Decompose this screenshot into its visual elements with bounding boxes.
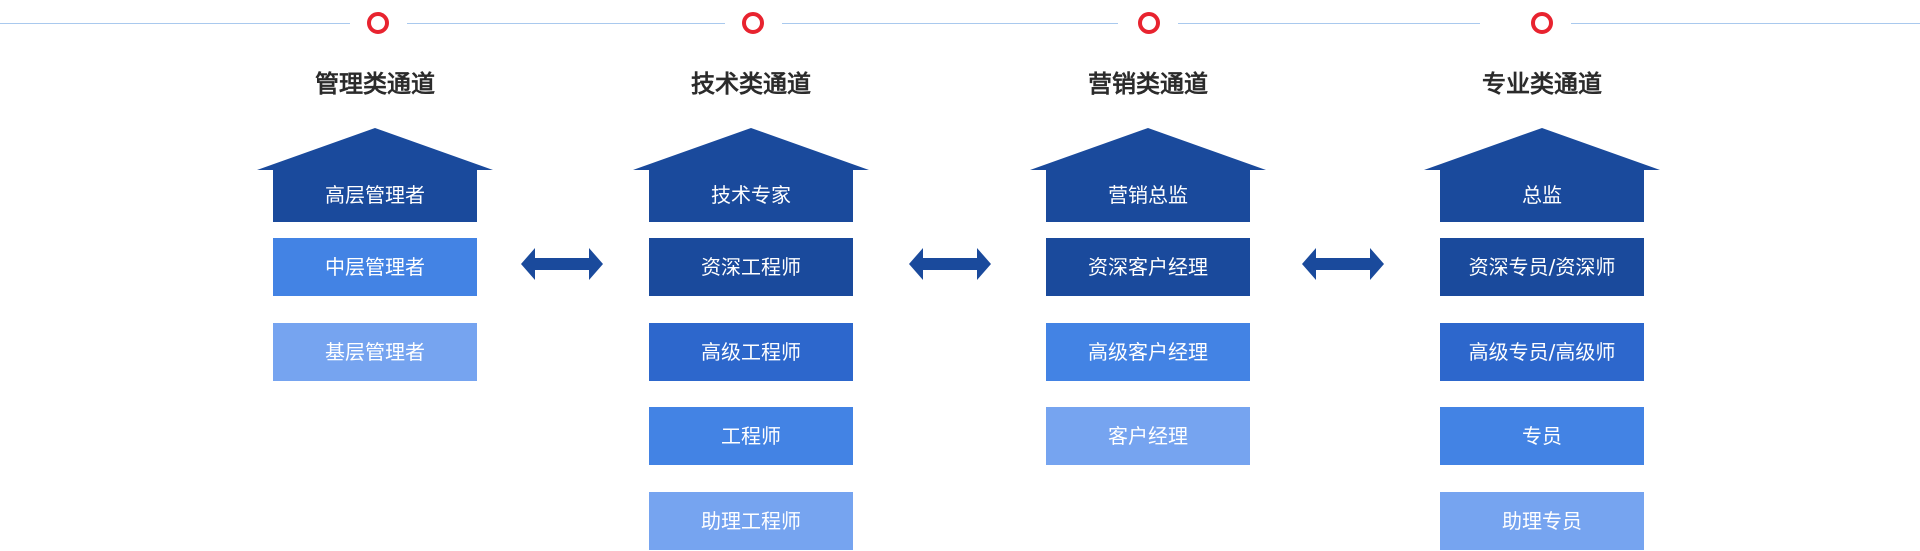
level-box: 专员: [1440, 407, 1644, 465]
double-arrow-icon: [909, 248, 991, 280]
level-box-top: 总监: [1440, 168, 1644, 222]
level-box-top: 高层管理者: [273, 168, 477, 222]
level-box: 客户经理: [1046, 407, 1250, 465]
timeline-node-icon: [742, 12, 764, 34]
timeline-node-icon: [1138, 12, 1160, 34]
timeline: [0, 0, 1920, 48]
roof-icon: [633, 128, 869, 170]
timeline-line: [1178, 23, 1480, 24]
timeline-line: [407, 23, 725, 24]
timeline-line: [0, 23, 350, 24]
level-box: 资深客户经理: [1046, 238, 1250, 296]
level-box: 工程师: [649, 407, 853, 465]
level-box: 高级客户经理: [1046, 323, 1250, 381]
level-box: 中层管理者: [273, 238, 477, 296]
channel-title: 专业类通道: [1482, 70, 1602, 98]
level-box-top: 技术专家: [649, 168, 853, 222]
timeline-line: [1571, 23, 1920, 24]
timeline-line: [782, 23, 1118, 24]
double-arrow-icon: [1302, 248, 1384, 280]
channel-title: 技术类通道: [691, 70, 811, 98]
channel-title: 营销类通道: [1088, 70, 1208, 98]
timeline-node-icon: [367, 12, 389, 34]
channel-title: 管理类通道: [315, 70, 435, 98]
level-box: 助理专员: [1440, 492, 1644, 550]
roof-icon: [257, 128, 493, 170]
level-box: 基层管理者: [273, 323, 477, 381]
level-box: 高级专员/高级师: [1440, 323, 1644, 381]
level-box: 助理工程师: [649, 492, 853, 550]
timeline-node-icon: [1531, 12, 1553, 34]
level-box: 高级工程师: [649, 323, 853, 381]
double-arrow-icon: [521, 248, 603, 280]
level-box-top: 营销总监: [1046, 168, 1250, 222]
level-box: 资深工程师: [649, 238, 853, 296]
level-box: 资深专员/资深师: [1440, 238, 1644, 296]
roof-icon: [1030, 128, 1266, 170]
roof-icon: [1424, 128, 1660, 170]
